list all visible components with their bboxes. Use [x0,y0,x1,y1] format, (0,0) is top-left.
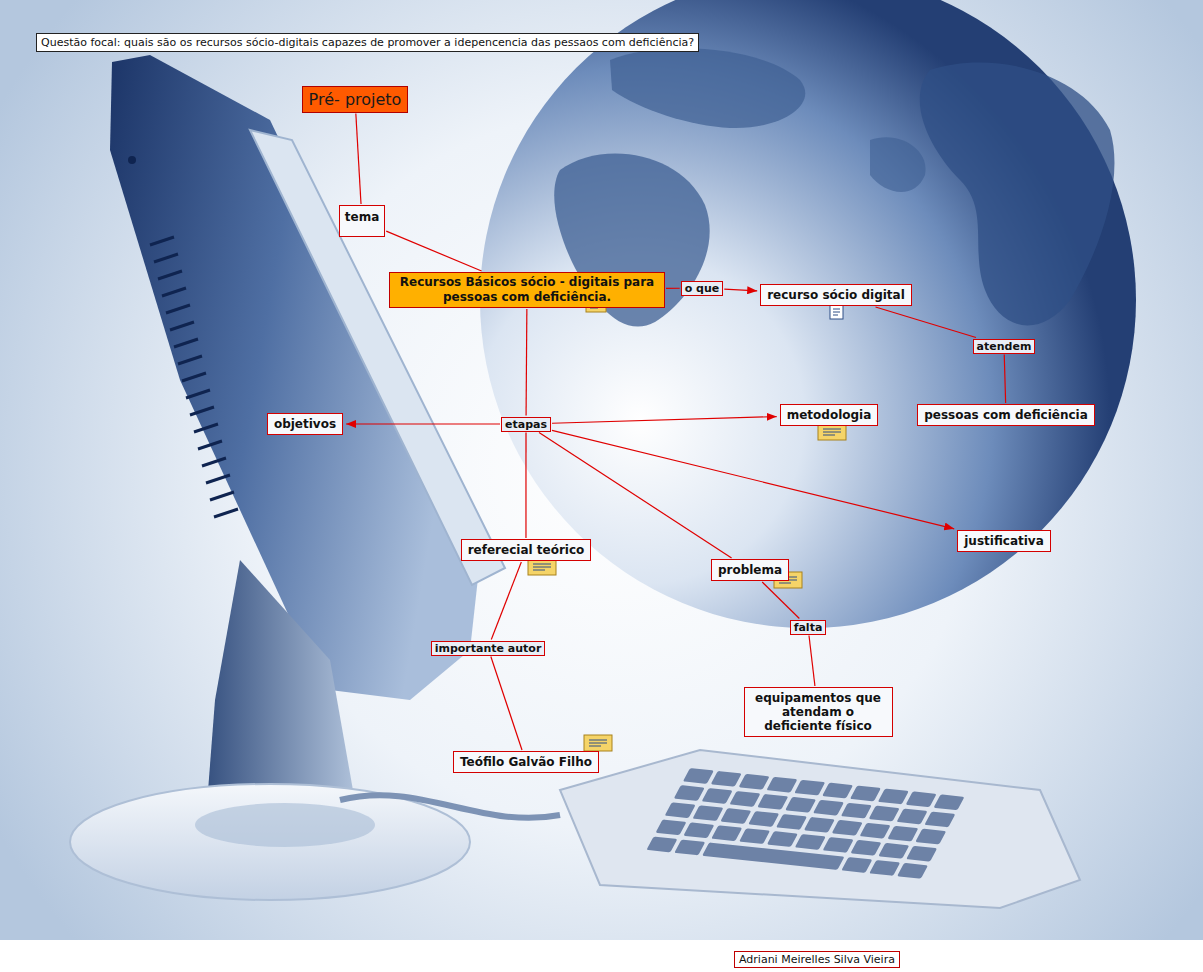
base-shadow [195,803,375,847]
connector-line [1004,355,1005,404]
main-concept: Recursos Básicos sócio - digitais para p… [389,272,665,308]
continent [870,137,926,192]
linking-phrase: o que [681,281,724,296]
linking-phrase: falta [790,620,827,635]
connector-line [809,636,815,687]
continent [920,63,1115,326]
globe [480,0,1136,628]
concept-label: o que [685,282,720,295]
monitor-base [70,784,470,900]
connector-line [491,562,521,640]
connector-arrow [552,417,777,424]
concept-box: metodologia [780,404,879,426]
concept-label: Teófilo Galvão Filho [460,755,592,769]
concept-label: falta [794,621,823,634]
root-concept: Pré- projeto [302,86,409,113]
connector-line [491,657,522,751]
continent [610,48,805,128]
computer-monitor [70,55,505,900]
note-icons [528,298,846,751]
keys [646,768,964,879]
note-icon [584,735,612,751]
globe-sphere [480,0,1136,628]
concept-box: tema [339,205,385,237]
concept-box: recurso sócio digital [760,284,912,306]
concept-box: problema [711,559,789,581]
connector-line [356,114,361,205]
monitor-screen [250,130,505,585]
focal-question-box: Questão focal: quais são os recursos sóc… [36,33,699,52]
connector-line [386,231,481,271]
connector-line [666,288,680,289]
concept-label: equipamentos que atendam o deficiente fí… [751,691,886,733]
concept-label: objetivos [274,417,336,431]
concept-box: equipamentos que atendam o deficiente fí… [744,687,893,737]
concept-label: etapas [505,418,547,431]
note-icon [528,559,556,575]
keyboard-body [560,750,1080,908]
concept-box: objetivos [267,413,343,435]
concept-label: metodologia [787,408,872,422]
connector-line [525,433,526,539]
connector-line [876,307,976,338]
concept-label: referecial teórico [468,543,585,557]
concept-label: tema [345,210,379,224]
concept-label: importante autor [435,642,542,655]
power-led [128,156,136,164]
concept-box: justificativa [957,530,1051,552]
linking-phrase: importante autor [431,641,546,656]
author-name: Adriani Meirelles Silva Vieira [739,953,895,966]
concept-label: justificativa [964,534,1044,548]
concept-label: Recursos Básicos sócio - digitais para p… [396,275,658,305]
linking-phrase: atendem [973,339,1036,354]
cable [340,795,560,818]
focal-question: Questão focal: quais são os recursos sóc… [41,36,694,49]
concept-box: pessoas com deficiência [917,404,1095,426]
connector-arrow [346,423,500,424]
connector-line [525,309,527,416]
connector-arrow [724,289,757,291]
note-icon [818,424,846,440]
concept-label: recurso sócio digital [767,288,905,302]
keyboard [560,750,1080,908]
concept-box: Teófilo Galvão Filho [453,751,599,773]
connector-line [762,582,799,619]
concept-box: referecial teórico [461,539,592,561]
concept-label: pessoas com deficiência [924,408,1088,422]
document-icon [830,305,843,319]
author-box: Adriani Meirelles Silva Vieira [734,951,900,968]
concept-label: problema [718,563,782,577]
concept-label: Pré- projeto [309,90,402,109]
linking-phrase: etapas [501,417,551,432]
concept-label: atendem [977,340,1032,353]
vent-slots [150,237,238,517]
